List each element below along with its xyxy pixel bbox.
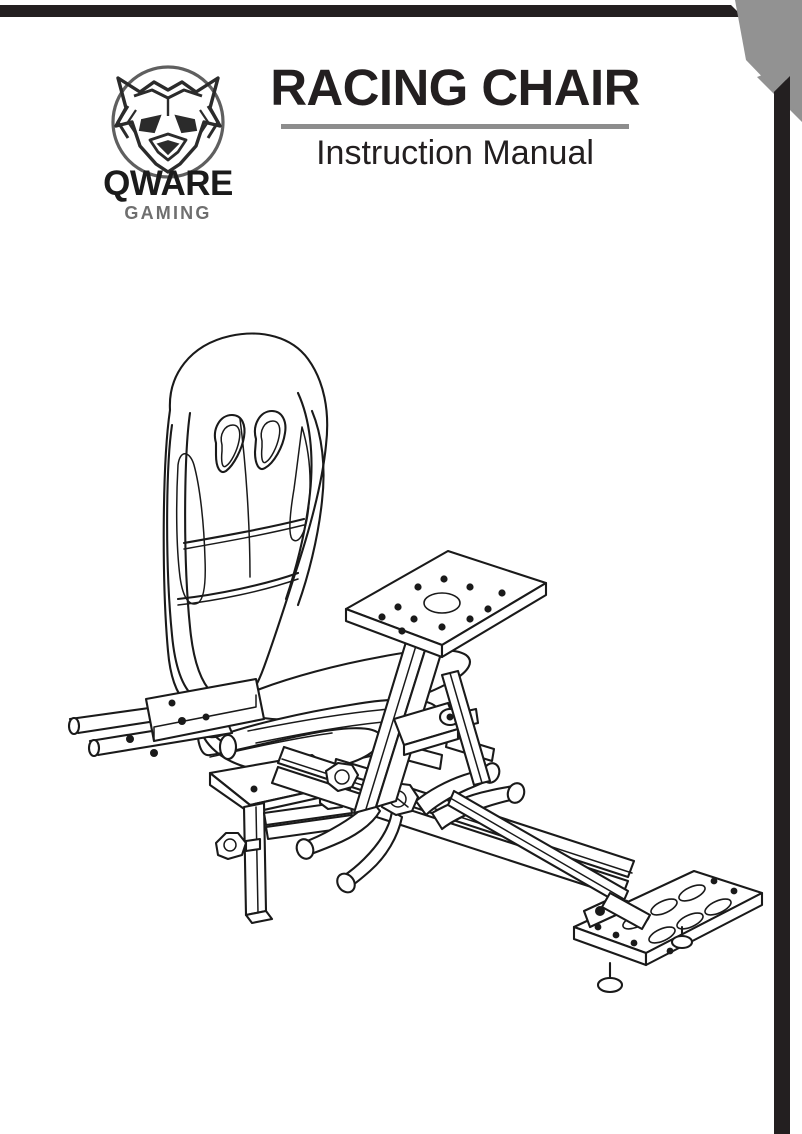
frame-corner-triangle-lower xyxy=(757,60,802,122)
title-block: RACING CHAIR Instruction Manual xyxy=(270,61,640,172)
pedal-plate xyxy=(572,869,764,994)
frame-top-bar xyxy=(0,5,743,17)
wheel-mount-plate xyxy=(344,549,548,659)
page-title: RACING CHAIR xyxy=(270,59,640,116)
frame-corner-triangle-main xyxy=(735,0,802,118)
seat-back xyxy=(162,332,329,717)
levelling-foot-rear xyxy=(670,925,694,950)
product-illustration xyxy=(50,315,770,1015)
levelling-foot-front xyxy=(596,961,624,994)
brand-wordmark: QWARE GAMING xyxy=(92,166,244,225)
frame-right-bar-body xyxy=(774,76,790,1134)
document-header: QWARE GAMING RACING CHAIR Instruction Ma… xyxy=(0,55,700,235)
title-divider xyxy=(281,123,629,129)
brand-logo: QWARE GAMING xyxy=(92,60,244,235)
frame-corner-triangle xyxy=(737,0,802,68)
secondary-hub-knob xyxy=(324,761,360,793)
wheel-support-post xyxy=(352,607,492,815)
brand-name: QWARE xyxy=(103,164,233,203)
brand-subtitle: GAMING xyxy=(124,203,212,223)
frame-right-bar xyxy=(774,80,786,1134)
support-leg xyxy=(214,801,274,925)
adjustment-knob xyxy=(214,831,262,861)
front-rail-tip xyxy=(600,891,652,931)
page-subtitle: Instruction Manual xyxy=(316,133,594,172)
qware-wolf-logo-icon xyxy=(92,60,244,182)
seat-side-bracket xyxy=(144,677,266,743)
